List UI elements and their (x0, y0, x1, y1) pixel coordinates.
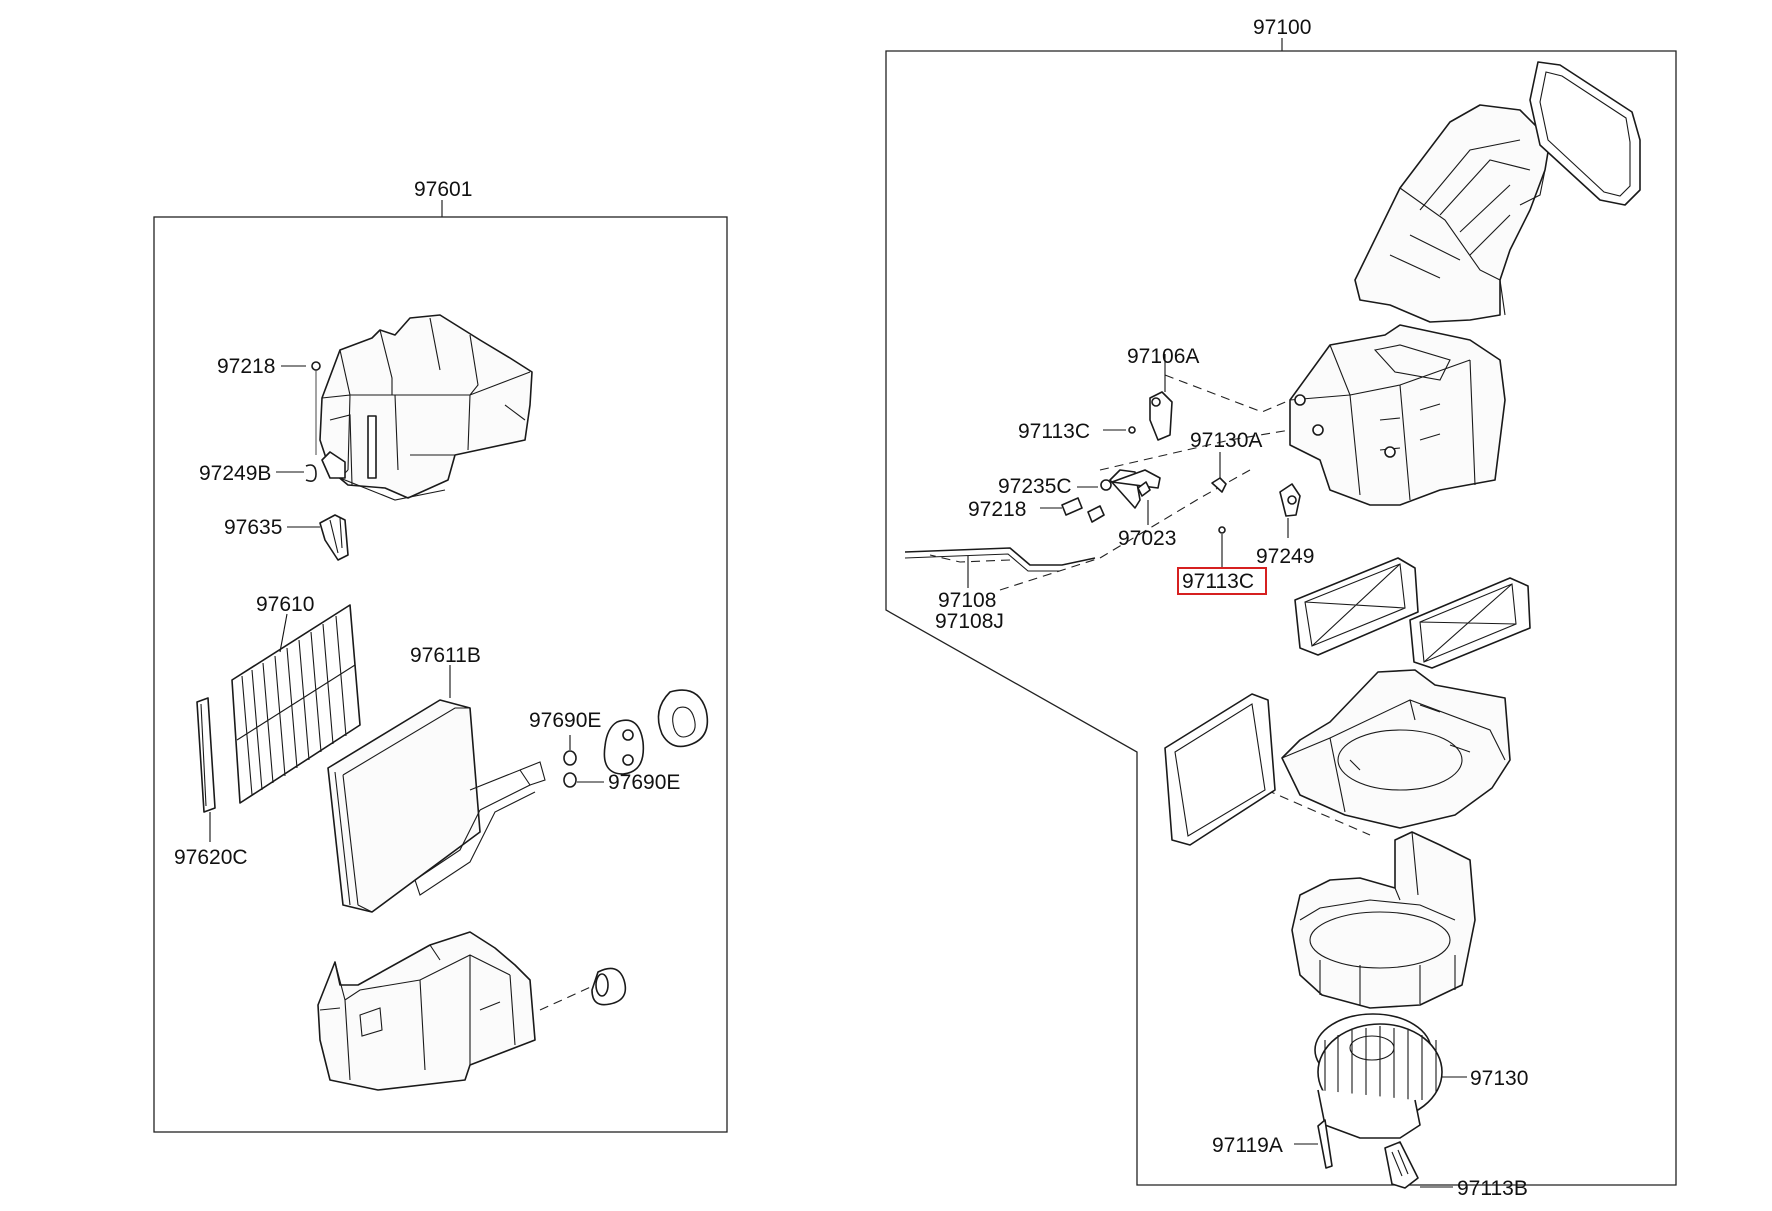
label-97690E-top: 97690E (529, 709, 601, 732)
intake-duct-part (1354, 104, 1551, 323)
label-97249B: 97249B (199, 462, 271, 485)
label-97108: 97108 (938, 589, 996, 612)
blower-upper-case-part (1281, 669, 1511, 829)
highlight-box (1177, 567, 1267, 595)
filter-part (231, 604, 361, 804)
label-97610: 97610 (256, 593, 314, 616)
label-97106A: 97106A (1127, 345, 1199, 368)
label-97108J: 97108J (935, 610, 1004, 633)
label-97130A: 97130A (1190, 429, 1262, 452)
left-assembly-frame (153, 216, 728, 1133)
label-97235C: 97235C (998, 475, 1072, 498)
label-97218-left: 97218 (217, 355, 275, 378)
evaporator-core-part (327, 699, 546, 913)
label-97249: 97249 (1256, 545, 1314, 568)
blower-motor-part (1314, 1013, 1443, 1139)
right-assembly-frame (885, 50, 1677, 1186)
label-97113C-upper: 97113C (1018, 420, 1090, 443)
air-filter-frames (1294, 557, 1531, 669)
label-97690E-bottom: 97690E (608, 771, 680, 794)
label-97023: 97023 (1118, 527, 1176, 550)
label-97113B: 97113B (1457, 1177, 1528, 1200)
scroll-housing-part (1291, 831, 1476, 1009)
label-97620C: 97620C (174, 846, 248, 869)
label-97635: 97635 (224, 516, 282, 539)
label-97113C-highlighted: 97113C (1182, 570, 1254, 593)
label-97130: 97130 (1470, 1067, 1528, 1090)
label-97119A: 97119A (1212, 1134, 1283, 1157)
mode-case-part (1289, 324, 1506, 506)
right-assembly-group: 97100 97106A (885, 16, 1677, 1200)
left-assembly-group: 97601 97218 97249B 97635 97610 (153, 178, 728, 1133)
lower-case-part (317, 931, 536, 1091)
label-97218-right: 97218 (968, 498, 1026, 521)
right-assembly-number: 97100 (1253, 16, 1311, 39)
label-97611B: 97611B (410, 644, 481, 667)
upper-case-part (319, 314, 533, 501)
left-assembly-number: 97601 (414, 178, 472, 201)
